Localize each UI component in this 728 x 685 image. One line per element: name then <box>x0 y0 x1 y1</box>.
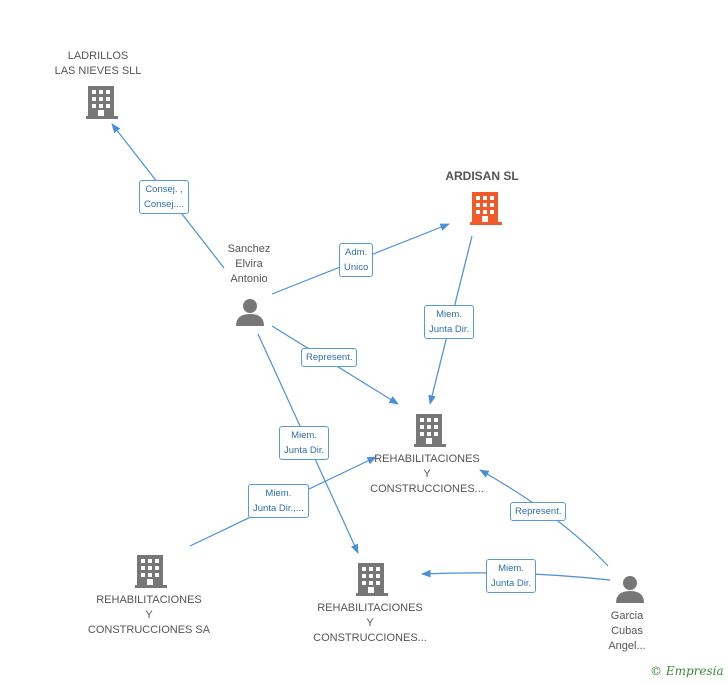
building-icon-main <box>470 192 502 225</box>
node-label-sanchez[interactable]: Sanchez Elvira Antonio <box>227 243 271 285</box>
edge-label-miem-ardisan: Miem. Junta Dir. <box>424 305 475 339</box>
node-label-rehab-center[interactable]: REHABILITACIONES Y CONSTRUCCIONES... <box>370 453 484 495</box>
node-label-ardisan[interactable]: ARDISAN SL <box>445 169 519 183</box>
edge-label-miem-sanchez: Miem. Junta Dir. <box>279 426 330 460</box>
person-icon <box>616 576 644 603</box>
building-icon <box>414 414 446 447</box>
edge-label-miem-garcia: Miem. Junta Dir. <box>486 559 537 593</box>
brand-logo[interactable]: Empresia <box>665 664 724 678</box>
edge-label-miem-rehabsa: Miem. Junta Dir.,... <box>248 484 309 518</box>
node-label-garcia[interactable]: Garcia Cubas Angel... <box>608 610 646 652</box>
node-label-rehab-bottom[interactable]: REHABILITACIONES Y CONSTRUCCIONES... <box>313 602 427 644</box>
footer-brand: © Empresia <box>650 664 724 678</box>
edge-label-represent-garcia: Represent. <box>510 502 567 521</box>
edge-label-adm-unico: Adm. Unico <box>339 243 374 277</box>
person-icon <box>236 299 264 326</box>
building-icon <box>86 86 118 119</box>
edge-label-represent-sanchez: Represent. <box>301 348 358 367</box>
node-label-rehab-sa[interactable]: REHABILITACIONES Y CONSTRUCCIONES SA <box>87 594 211 636</box>
edge-label-consej: Consej. , Consej.... <box>139 180 190 214</box>
building-icon <box>135 555 167 588</box>
copyright-icon: © <box>650 664 662 678</box>
node-label-ladrillos[interactable]: LADRILLOS LAS NIEVES SLL <box>54 50 142 77</box>
building-icon <box>356 563 388 596</box>
